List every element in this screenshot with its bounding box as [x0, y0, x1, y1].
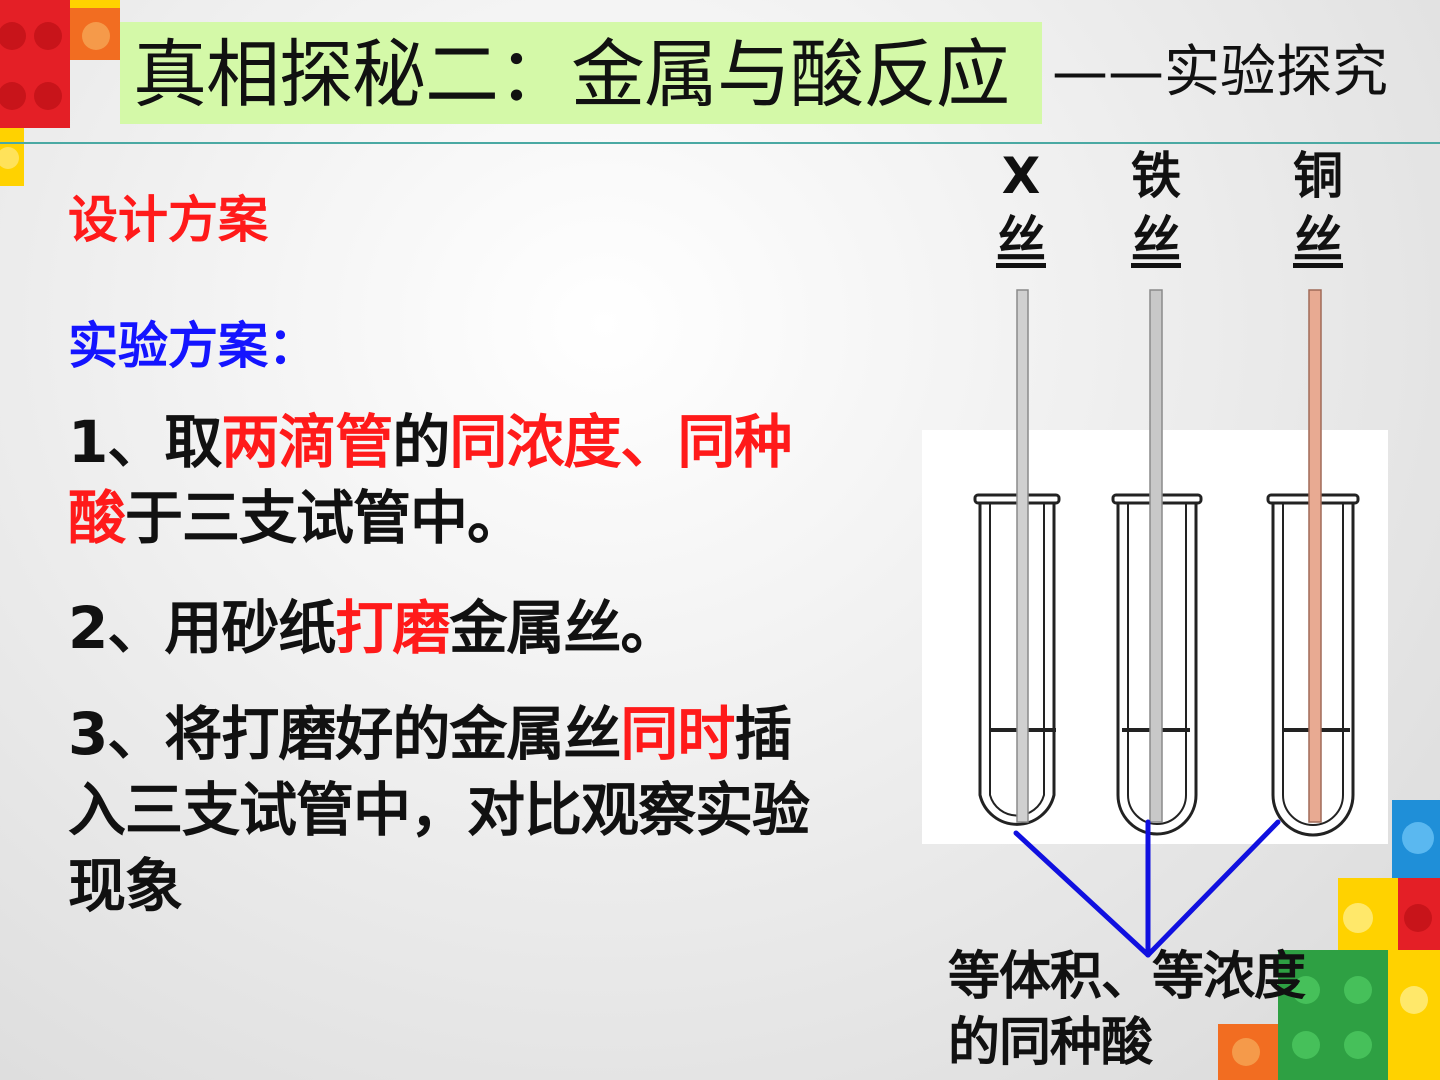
title-divider [0, 142, 1440, 144]
step-highlight: 打磨 [335, 594, 450, 662]
wire-x [1016, 289, 1029, 823]
title-highlight-box [120, 22, 1042, 124]
step-highlight: 两滴管 [221, 408, 393, 476]
lego-decoration-bottom-right [1218, 800, 1440, 1080]
step-number: 2、 [68, 594, 165, 662]
step-text: 于三支试管中。 [125, 484, 525, 552]
step-1: 1、取两滴管的同浓度、同种 酸于三支试管中。 [68, 404, 792, 556]
step-text: 的 [392, 408, 450, 476]
wire-copper [1308, 289, 1322, 823]
acid-caption: 等体积、等浓度 的同种酸 [948, 947, 1306, 1073]
design-plan-label: 设计方案 [68, 191, 268, 249]
step-text: 用砂纸 [164, 594, 336, 662]
step-text: 现象 [68, 852, 183, 920]
step-text: 将打磨好的金属丝 [164, 700, 621, 768]
step-highlight: 同浓度、同种 [449, 408, 792, 476]
step-2: 2、用砂纸打磨金属丝。 [68, 590, 678, 666]
wire-label-x: X 丝 [996, 147, 1046, 269]
page-title: 真相探秘二：金属与酸反应 [133, 32, 1010, 118]
page-subtitle: ——实验探究 [1052, 40, 1388, 105]
wire-iron [1149, 289, 1163, 823]
step-text: 金属丝。 [449, 594, 678, 662]
step-highlight: 酸 [68, 484, 126, 552]
step-highlight: 同时 [620, 700, 735, 768]
step-text: 取 [164, 408, 222, 476]
step-text: 插 [734, 700, 792, 768]
wire-label-copper: 铜 丝 [1293, 147, 1343, 269]
step-text: 入三支试管中，对比观察实验 [68, 776, 810, 844]
step-number: 3、 [68, 700, 165, 768]
step-number: 1、 [68, 408, 165, 476]
acid-pointer-lines [1013, 819, 1281, 958]
lego-decoration-top-left [0, 0, 120, 186]
experiment-plan-label: 实验方案： [68, 317, 318, 375]
wire-label-iron: 铁 丝 [1131, 147, 1181, 269]
step-3: 3、将打磨好的金属丝同时插 入三支试管中，对比观察实验 现象 [68, 696, 810, 924]
